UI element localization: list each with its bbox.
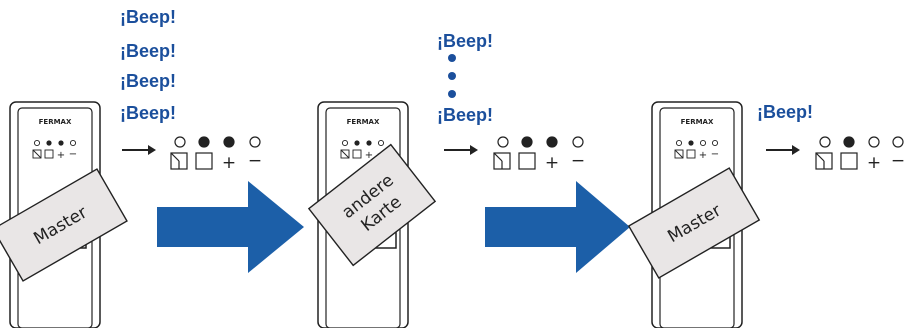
indicator-symbols-2: + − — [493, 151, 585, 173]
small-arrow-2 — [444, 145, 478, 155]
svg-text:+: + — [365, 150, 373, 161]
led-indicator-1 — [174, 136, 261, 148]
beep-text: ¡Beep! — [120, 71, 177, 91]
beep-text: ¡Beep! — [120, 103, 177, 123]
indicator-symbols-3: + − — [815, 151, 905, 173]
card-master-1: Master — [0, 168, 128, 282]
beep-text: ¡Beep! — [437, 31, 494, 51]
svg-text:+: + — [57, 150, 65, 161]
small-arrow-3 — [766, 145, 800, 155]
small-led-row: + − — [674, 139, 719, 161]
beep-text: ¡Beep! — [120, 41, 177, 61]
svg-text:−: − — [711, 149, 719, 160]
big-arrow-1 — [157, 181, 304, 273]
big-arrow-2 — [485, 181, 630, 273]
brand-label: FERMAX — [347, 118, 380, 126]
led-indicator-2 — [497, 136, 584, 148]
device-panel-3: FERMAX + − Master — [627, 101, 761, 328]
beep-text: ¡Beep! — [120, 7, 177, 27]
brand-label: FERMAX — [39, 118, 72, 126]
card-master-2: Master — [627, 167, 761, 279]
device-panel-2: FERMAX + − andere Karte — [307, 101, 437, 328]
svg-text:+: + — [699, 150, 707, 161]
svg-text:−: − — [248, 151, 262, 171]
beep-text: ¡Beep! — [437, 105, 494, 125]
svg-text:+: + — [867, 153, 881, 173]
led-indicator-3 — [819, 136, 904, 148]
beep-text: ¡Beep! — [757, 102, 814, 122]
svg-text:+: + — [222, 153, 236, 173]
dotted-continuation — [448, 54, 456, 98]
svg-text:+: + — [545, 153, 559, 173]
card-andere-karte: andere Karte — [307, 143, 437, 267]
brand-label: FERMAX — [681, 118, 714, 126]
svg-text:−: − — [69, 149, 77, 160]
indicator-symbols-1: + − — [170, 151, 262, 173]
svg-text:−: − — [571, 151, 585, 171]
device-panel-1: FERMAX + − Master — [0, 101, 128, 328]
svg-text:−: − — [891, 151, 905, 171]
small-led-row: + − — [32, 139, 77, 161]
small-arrow-1 — [122, 145, 156, 155]
